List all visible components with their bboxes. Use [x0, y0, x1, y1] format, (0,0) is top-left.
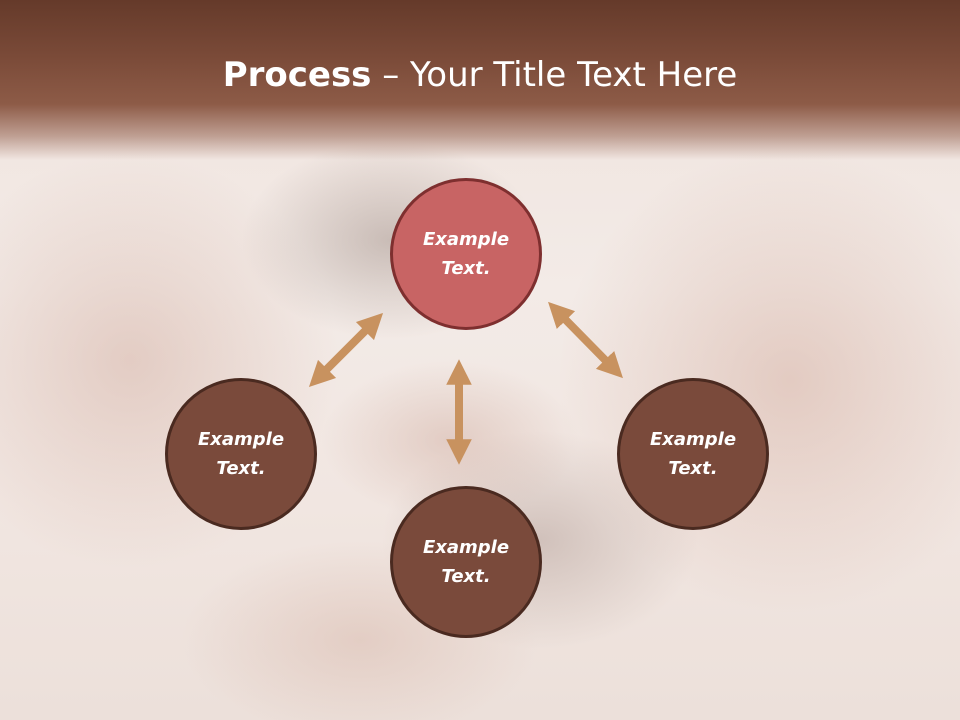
- title-bold: Process: [222, 55, 372, 95]
- node-right-text: Example Text.: [649, 429, 737, 479]
- title-rest: – Your Title Text Here: [371, 55, 738, 95]
- title-banner: [0, 0, 960, 160]
- node-bottom[interactable]: Example Text.: [390, 486, 542, 638]
- node-top-text: Example Text.: [422, 229, 510, 279]
- slide-title[interactable]: Process – Your Title Text Here: [0, 52, 960, 98]
- arrow-top-left: [308, 312, 384, 388]
- arrow-top-right: [548, 301, 623, 379]
- node-left-text: Example Text.: [197, 429, 285, 479]
- node-top[interactable]: Example Text.: [390, 178, 542, 330]
- node-left[interactable]: Example Text.: [165, 378, 317, 530]
- node-bottom-text: Example Text.: [422, 537, 510, 587]
- node-right[interactable]: Example Text.: [617, 378, 769, 530]
